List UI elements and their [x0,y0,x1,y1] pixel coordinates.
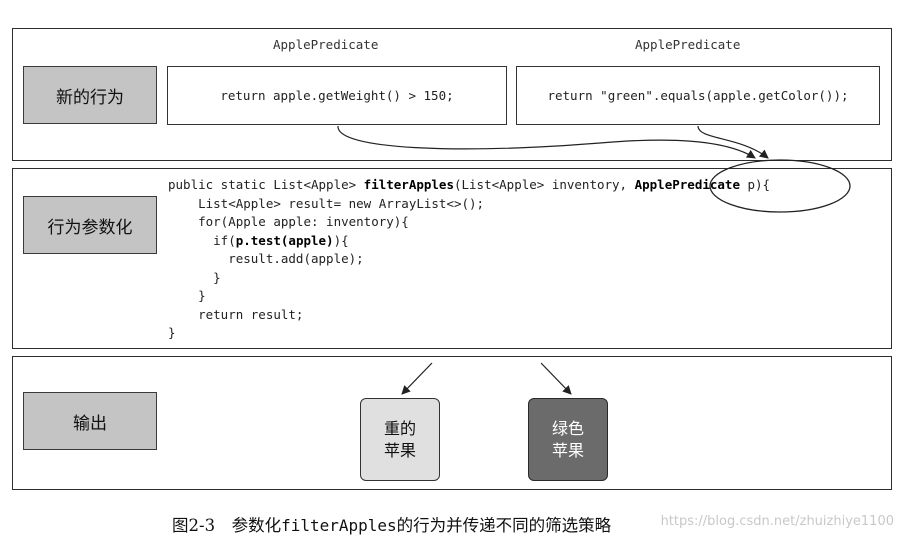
code-line-6: } [168,269,221,285]
watermark: https://blog.csdn.net/zhuizhiye1100 [660,514,894,529]
predicate-green-box: return "green".equals(apple.getColor()); [516,66,880,125]
arrow-to-heavy-result [401,362,433,395]
heavy-apples-result: 重的 苹果 [360,398,440,481]
code-line-2: List<Apple> result= new ArrayList<>(); [168,195,485,211]
code-line-1: public static List<Apple> filterApples(L… [168,177,771,192]
heavy-apples-line1: 重的 [383,418,416,438]
predicate-title-green: ApplePredicate [635,37,741,52]
code-line-5: result.add(apple); [168,251,364,266]
caption-code: filterApples [281,516,397,535]
code-line-4: if(p.test(apple)){ [168,232,349,248]
green-apples-result: 绿色 苹果 [528,398,608,481]
code-line-8: return result; [168,306,304,322]
arrow-to-green-result [540,362,572,395]
predicate-test-call: p.test(apple) [235,232,334,248]
filter-apples-code: public static List<Apple> filterApples(L… [168,176,770,343]
predicate-title-weight: ApplePredicate [273,37,379,52]
green-apples-line2: 苹果 [551,440,584,460]
green-apples-line1: 绿色 [551,418,584,438]
predicate-param-type: ApplePredicate [634,177,740,192]
parameterize-section [12,168,892,349]
code-line-3: for(Apple apple: inventory){ [168,214,409,229]
code-line-9: } [168,325,176,340]
weight-to-predicate-curve [337,125,756,159]
output-label: 输出 [23,392,157,450]
output-section [12,356,892,490]
parameterize-label: 行为参数化 [23,196,157,254]
predicate-weight-box: return apple.getWeight() > 150; [167,66,507,125]
method-name: filterApples [363,177,454,192]
new-behavior-label: 新的行为 [23,66,157,124]
heavy-apples-line2: 苹果 [383,440,416,460]
green-to-predicate-curve [697,125,769,159]
code-line-7: } [168,288,206,303]
figure-caption: 图2-3 参数化filterApples的行为并传递不同的筛选策略 [172,516,612,535]
predicate-highlight-ellipse [709,159,851,213]
